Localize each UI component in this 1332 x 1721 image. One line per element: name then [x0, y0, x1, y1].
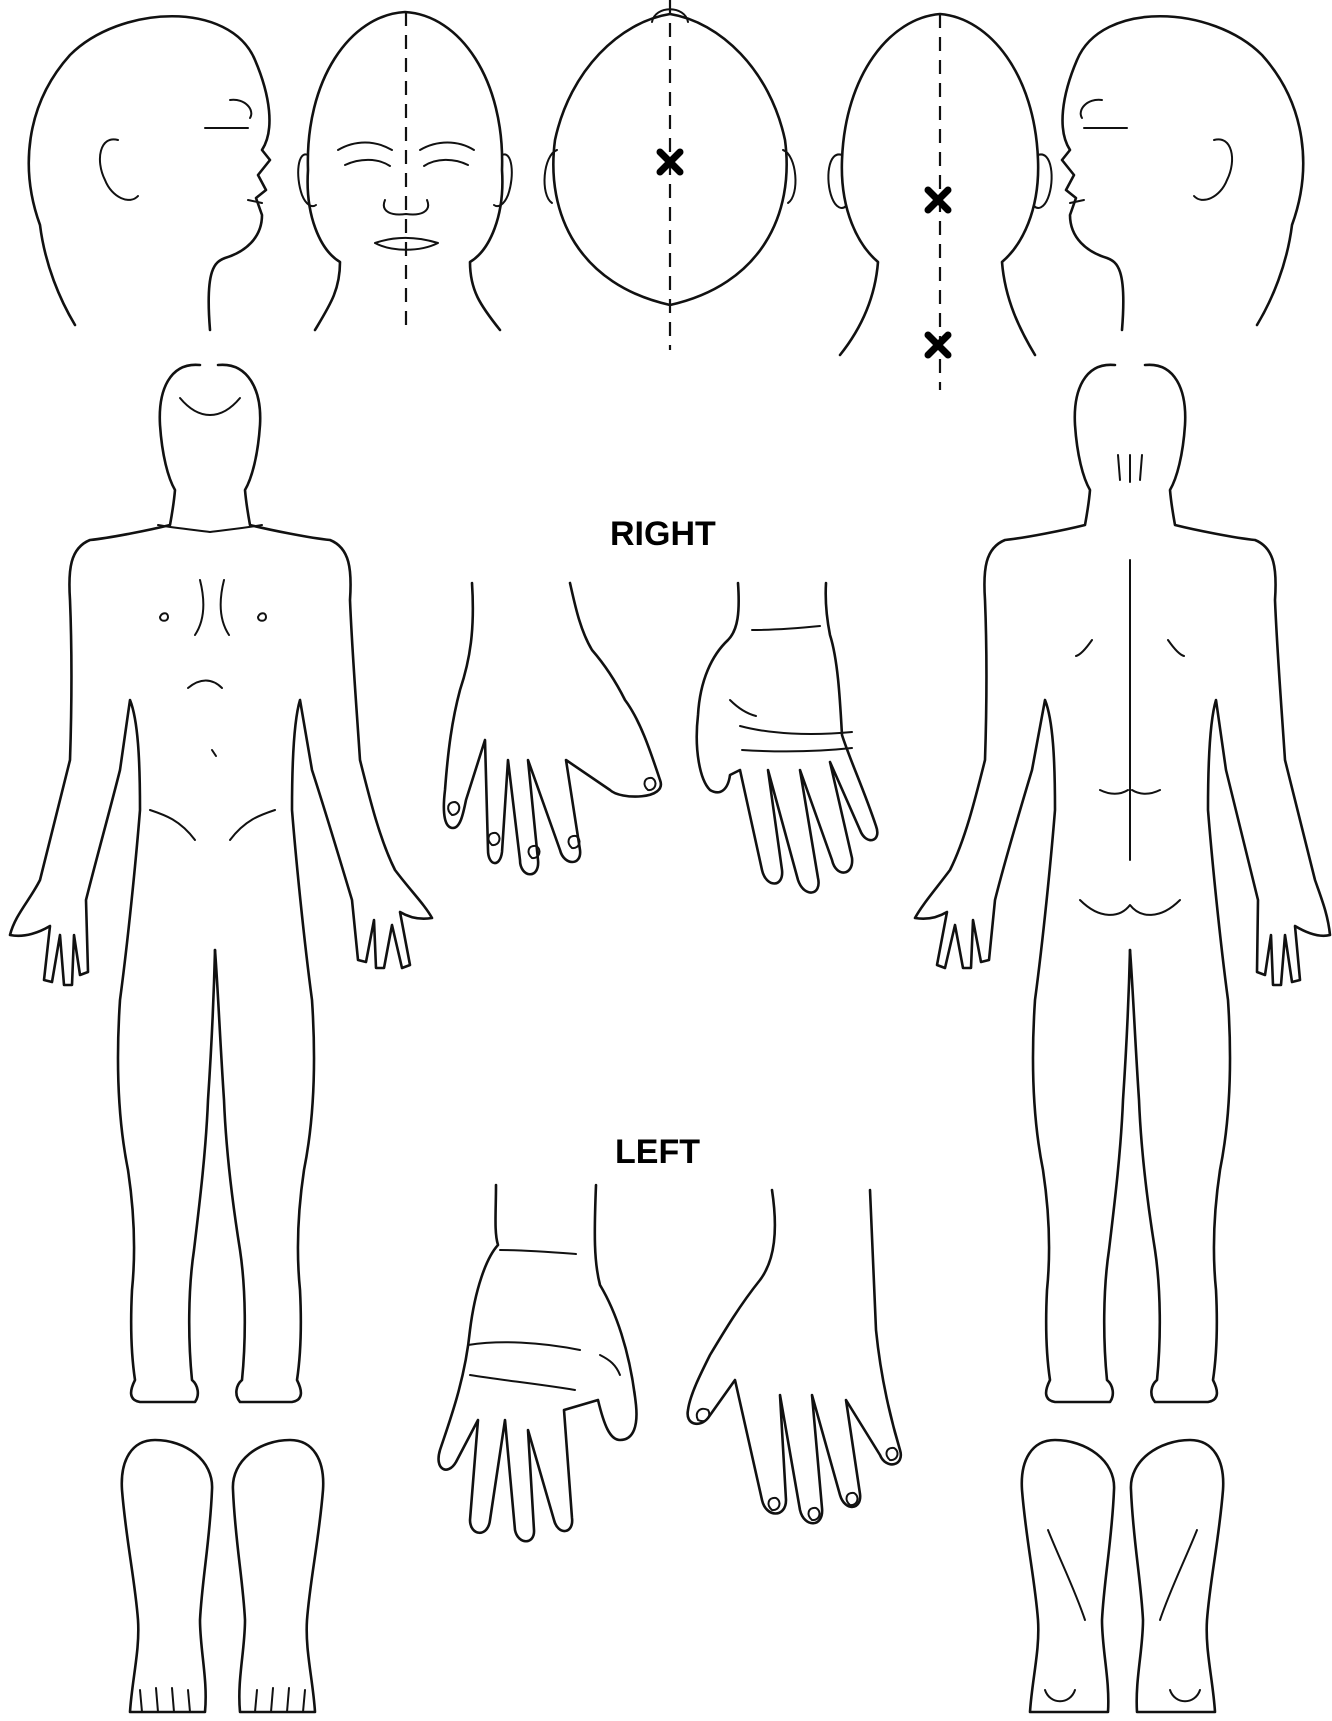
label-left: LEFT [615, 1133, 700, 1171]
label-right: RIGHT [610, 515, 716, 553]
hand-right-dorsal [444, 583, 661, 874]
hand-right-palmar [697, 583, 878, 893]
marking-head-back-lower-x [928, 335, 948, 355]
body-front [10, 365, 432, 1402]
hand-left-palmar [439, 1185, 637, 1541]
feet-back-right [1131, 1440, 1223, 1712]
feet-front-left [122, 1440, 212, 1712]
hand-left-dorsal [688, 1190, 901, 1523]
head-left-profile [1062, 16, 1303, 330]
feet-front-right [233, 1440, 323, 1712]
head-front [298, 12, 512, 330]
marking-head-back-upper-x [928, 190, 948, 210]
head-top [545, 0, 796, 350]
body-back [915, 365, 1330, 1402]
feet-back-left [1022, 1440, 1114, 1712]
head-right-profile [29, 16, 270, 330]
